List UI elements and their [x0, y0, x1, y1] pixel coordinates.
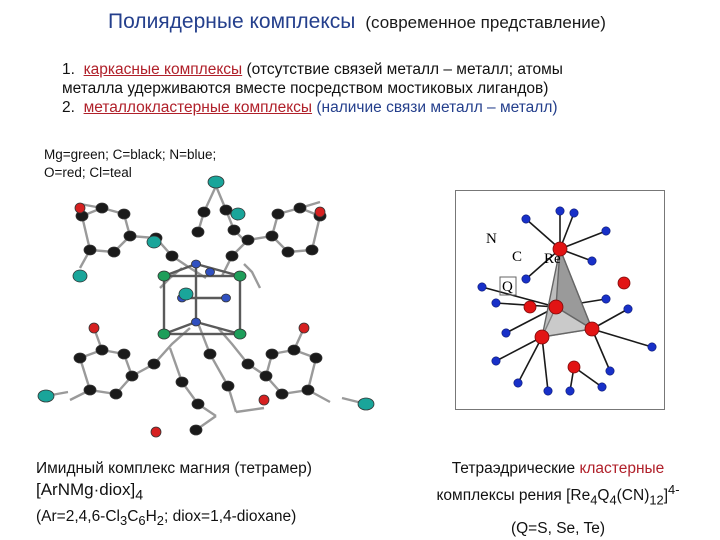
list-item-1-cont: металла удерживаются вместе посредством … — [62, 79, 702, 98]
rhenium-caption: Тетраэдрические кластерные комплексы рен… — [408, 458, 708, 539]
item-1-text: (отсутствие связей металл – металл; атом… — [246, 61, 563, 78]
mg-line3-sub3: 2 — [156, 513, 164, 529]
label-n: N — [486, 231, 497, 247]
re-caption-line-2: комплексы рения [Re4Q4(CN)12]4- — [408, 479, 708, 510]
mg-line3-b: C — [127, 508, 139, 526]
re-line2-s2: 4 — [609, 492, 617, 508]
mg-formula: [ArNMg·diox]4 — [36, 479, 312, 506]
list-item-1: 1. каркасные комплексы (отсутствие связе… — [62, 60, 702, 79]
mg-line3-sub2: 6 — [138, 513, 146, 529]
rhenium-cluster-figure: N C Re Q — [455, 190, 665, 410]
item-2-number: 2. — [62, 99, 75, 116]
rhenium-cluster-structure: N C Re Q — [477, 206, 657, 396]
mg-line3-a: (Ar=2,4,6-Cl — [36, 508, 120, 526]
re-line2-a: комплексы рения [Re — [436, 487, 591, 505]
atom-color-legend: Mg=green; C=black; N=blue; O=red; Cl=tea… — [44, 146, 216, 182]
label-c: C — [512, 249, 522, 265]
re-line1-b: кластерные — [579, 460, 665, 477]
re-line1-a: Тетраэдрические — [451, 460, 580, 477]
label-q-box — [499, 276, 517, 296]
mg-formula-sub: 4 — [135, 487, 144, 504]
mg-line3-c: H — [145, 508, 157, 526]
item-1-number: 1. — [62, 61, 75, 78]
re-line2-d: ] — [663, 487, 669, 505]
item-2-text: (наличие связи металл – металл) — [316, 99, 558, 116]
mg-caption-line-3: (Ar=2,4,6-Cl3C6H2; diox=1,4-dioxane) — [36, 506, 312, 531]
re-line2-c: (CN) — [616, 487, 650, 505]
re-line2-sup: 4- — [668, 482, 680, 497]
re-line2-s1: 4 — [590, 492, 598, 508]
mg-formula-dot: · — [93, 480, 100, 499]
label-re: Re — [544, 251, 561, 267]
magnesium-caption: Имидный комплекс магния (тетрамер) [ArNM… — [36, 458, 312, 531]
re-line2-s3: 12 — [649, 492, 664, 508]
mg-formula-part1: [ArNMg — [36, 480, 94, 499]
term-metal-cluster-complexes: металлокластерные комплексы — [83, 99, 313, 116]
mg-line3-sub1: 3 — [120, 513, 128, 529]
legend-line-1: Mg=green; C=black; N=blue; — [44, 147, 217, 162]
item-1-text-2: металла удерживаются вместе посредством … — [62, 80, 549, 97]
title-main: Полиядерные комплексы — [108, 10, 356, 33]
list-item-2: 2. металлокластерные комплексы (наличие … — [62, 98, 702, 117]
re-caption-line-1: Тетраэдрические кластерные — [408, 458, 708, 479]
label-q: Q — [502, 279, 513, 295]
re-line2-b: Q — [597, 487, 610, 505]
mg-caption-line-1: Имидный комплекс магния (тетрамер) — [36, 460, 312, 477]
mg-formula-part2: diox] — [99, 480, 136, 499]
magnesium-tetramer-structure — [37, 175, 375, 438]
definition-list: 1. каркасные комплексы (отсутствие связе… — [62, 60, 702, 117]
page-title: Полиядерные комплексы (современное предст… — [108, 10, 606, 34]
legend-line-2: O=red; Cl=teal — [44, 165, 132, 180]
re-caption-line-3: (Q=S, Se, Te) — [510, 520, 606, 538]
title-subtitle: (современное представление) — [365, 13, 606, 32]
term-framework-complexes: каркасные комплексы — [83, 61, 243, 78]
mg-line3-d: ; diox=1,4-dioxane) — [163, 508, 297, 526]
